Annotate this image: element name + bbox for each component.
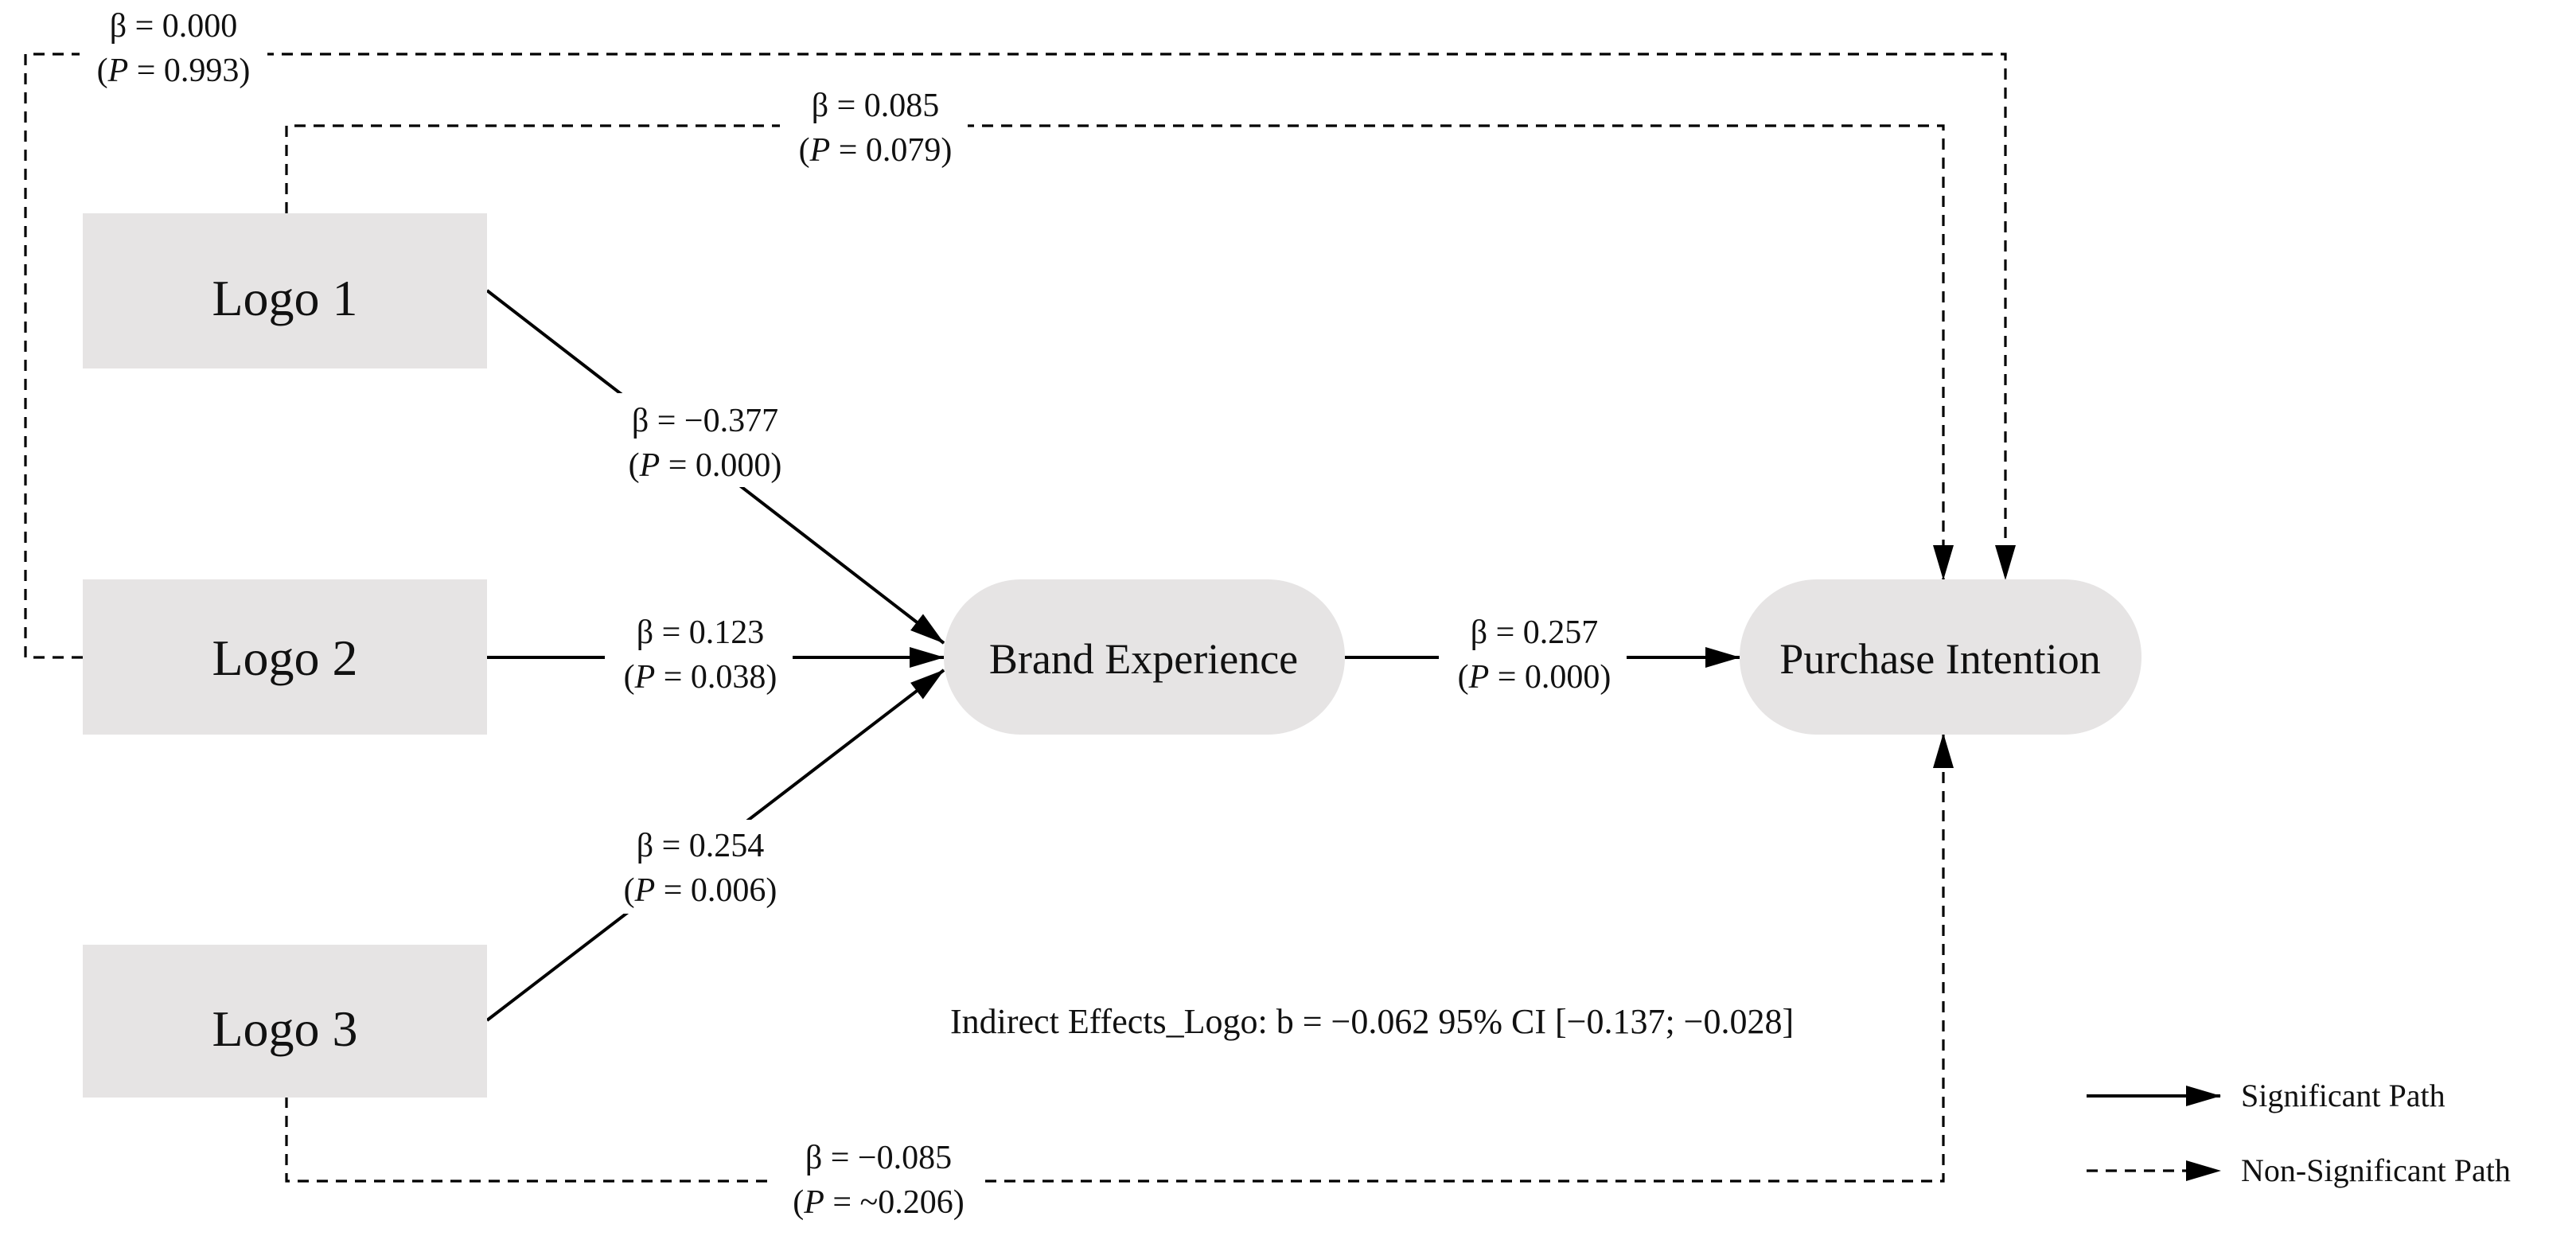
beta-label: β = 0.085 [812, 88, 940, 124]
node-logo3-label: Logo 3 [212, 1000, 357, 1057]
node-logo1: Logo 1 [83, 213, 487, 368]
path-logo3-to-purchase [285, 733, 1954, 1183]
legend-non-significant-label: Non-Significant Path [2241, 1152, 2511, 1188]
node-brand-experience-label: Brand Experience [989, 635, 1298, 683]
node-purchase-intention: Purchase Intention [1740, 579, 2141, 735]
beta-label: β = 0.254 [637, 828, 765, 864]
p-label: (P = 0.006) [624, 872, 777, 909]
beta-label: β = −0.377 [632, 403, 778, 439]
node-brand-experience: Brand Experience [944, 579, 1345, 735]
coef-logo3-to-purchase: β = −0.085 (P = ~0.206) [774, 1132, 985, 1226]
coef-brand-to-purchase: β = 0.257 (P = 0.000) [1439, 606, 1627, 700]
p-label: (P = 0.079) [799, 132, 953, 169]
path-logo2-to-purchase [24, 53, 2016, 659]
coef-logo1-to-purchase: β = 0.085 (P = 0.079) [780, 80, 968, 174]
legend: Significant Path Non-Significant Path [2087, 1078, 2511, 1188]
beta-label: β = −0.085 [805, 1140, 952, 1176]
legend-significant-label: Significant Path [2241, 1078, 2445, 1113]
node-logo3: Logo 3 [83, 945, 487, 1098]
p-label: (P = 0.993) [97, 53, 251, 89]
path-logo1-to-purchase [285, 124, 1954, 580]
beta-label: β = 0.000 [110, 8, 238, 45]
coef-logo2-to-purchase: β = 0.000 (P = 0.993) [80, 5, 267, 96]
coef-logo2-to-brand: β = 0.123 (P = 0.038) [605, 606, 793, 700]
node-purchase-intention-label: Purchase Intention [1779, 635, 2100, 683]
node-logo2-label: Logo 2 [212, 630, 357, 686]
p-label: (P = 0.000) [629, 447, 782, 484]
coef-logo3-to-brand: β = 0.254 (P = 0.006) [605, 820, 793, 914]
node-logo2: Logo 2 [83, 579, 487, 735]
node-logo1-label: Logo 1 [212, 270, 357, 326]
p-label: (P = 0.038) [624, 659, 777, 696]
coef-logo1-to-brand: β = −0.377 (P = 0.000) [595, 393, 794, 487]
beta-label: β = 0.257 [1471, 614, 1599, 651]
indirect-effects-note: Indirect Effects_Logo: b = −0.062 95% CI… [950, 1002, 1794, 1041]
p-label: (P = 0.000) [1458, 659, 1611, 696]
beta-label: β = 0.123 [637, 614, 765, 651]
p-label: (P = ~0.206) [793, 1184, 965, 1221]
